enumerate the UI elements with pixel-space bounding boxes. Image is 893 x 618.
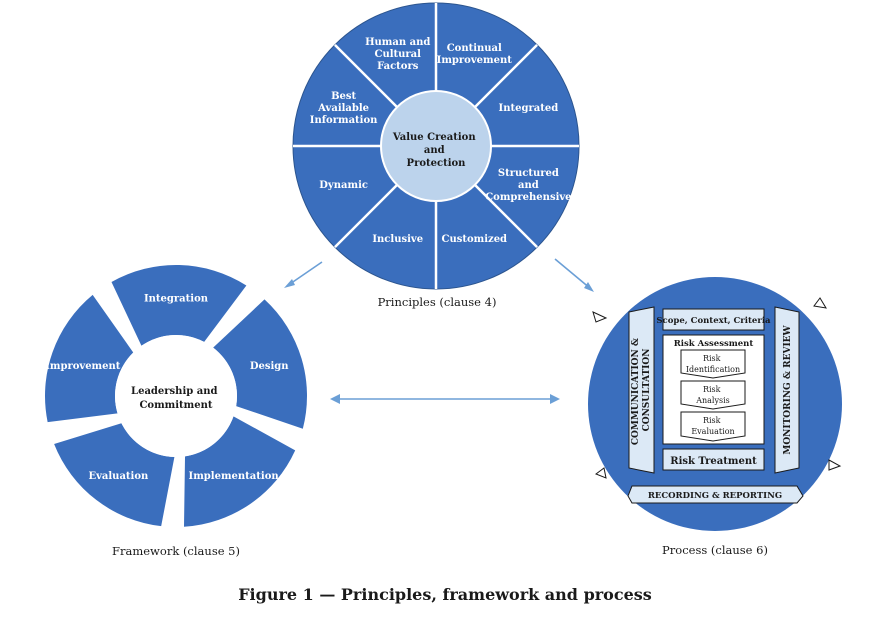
- framework-segments: [45, 264, 308, 527]
- framework-evaluation-label: Evaluation: [88, 471, 149, 482]
- framework-design-label: Design: [250, 361, 289, 372]
- double-arrow-left-head: [330, 394, 340, 404]
- connector-arrows: [284, 258, 594, 404]
- framework-caption: Framework (clause 5): [112, 544, 240, 558]
- framework-segment-improvement: [45, 294, 134, 423]
- risk-treatment-box: [662, 448, 765, 471]
- principles-to-process-arrowhead: [584, 282, 594, 292]
- framework-center-label: Leadership and Commitment: [131, 386, 221, 411]
- principles-center-label: Value Creation and Protection: [392, 132, 479, 169]
- framework-wheel: Leadership and Commitment IntegrationDes…: [45, 264, 308, 527]
- framework-integration-label: Integration: [144, 294, 209, 305]
- principles-center-circle: [380, 90, 492, 202]
- framework-improvement-label: Improvement: [45, 361, 121, 372]
- principle-integrated-label: Integrated: [499, 103, 559, 114]
- cycle-arrow-marker: [592, 311, 608, 323]
- scope-context-criteria-label: Scope, Context, Criteria: [656, 316, 771, 326]
- principles-divider: [474, 184, 539, 249]
- recording-reporting-label: RECORDING & REPORTING: [648, 491, 782, 501]
- risk-assessment-label: Risk Assessment: [674, 339, 754, 349]
- cycle-arrow-marker: [828, 459, 842, 471]
- principles-divider: [333, 43, 398, 108]
- svg-text:Risk Identification: Risk Identification: [686, 354, 740, 374]
- framework-segment-implementation: [183, 416, 296, 527]
- framework-center-circle: [115, 335, 237, 457]
- framework-implementation-label: Implementation: [189, 471, 280, 482]
- principles-to-framework-arrowhead: [284, 279, 295, 288]
- double-arrow-right-head: [550, 394, 560, 404]
- principles-caption: Principles (clause 4): [378, 295, 497, 309]
- cycle-arrow-marker: [813, 297, 827, 309]
- principle-customized-label: Customized: [441, 234, 507, 245]
- recording-reporting-bar: [627, 485, 804, 504]
- risk-evaluation-step: Risk Evaluation: [680, 411, 746, 442]
- communication-consultation-bar: [628, 306, 655, 474]
- principles-divider: [333, 184, 398, 249]
- monitoring-review-bar: [774, 306, 800, 474]
- framework-segment-integration: [111, 264, 247, 346]
- risk-analysis-step: Risk Analysis: [680, 380, 746, 410]
- principles-divider: [474, 43, 539, 108]
- principles-to-process-arrow: [554, 258, 592, 290]
- svg-text:Risk Analysis: Risk Analysis: [695, 385, 730, 405]
- risk-identification-step: Risk Identification: [680, 349, 746, 379]
- process-caption: Process (clause 6): [662, 543, 768, 557]
- principle-inclusive-label: Inclusive: [372, 234, 423, 245]
- principle-dynamic-label: Dynamic: [319, 180, 368, 191]
- figure-title: Figure 1 — Principles, framework and pro…: [238, 585, 652, 604]
- monitoring-review-label: MONITORING & REVIEW: [783, 324, 793, 454]
- scope-context-criteria-box: [662, 308, 765, 331]
- principles-dividers: [293, 3, 579, 289]
- communication-consultation-label: COMMUNICATION & CONSULTATION: [631, 335, 652, 445]
- svg-text:Risk Evaluation: Risk Evaluation: [691, 416, 734, 436]
- framework-segment-evaluation: [54, 423, 175, 527]
- process-diagram: COMMUNICATION & CONSULTATION MONITORING …: [588, 277, 842, 531]
- risk-treatment-label: Risk Treatment: [670, 456, 757, 467]
- cycle-arrow-marker: [594, 467, 607, 479]
- framework-segment-design: [213, 299, 308, 429]
